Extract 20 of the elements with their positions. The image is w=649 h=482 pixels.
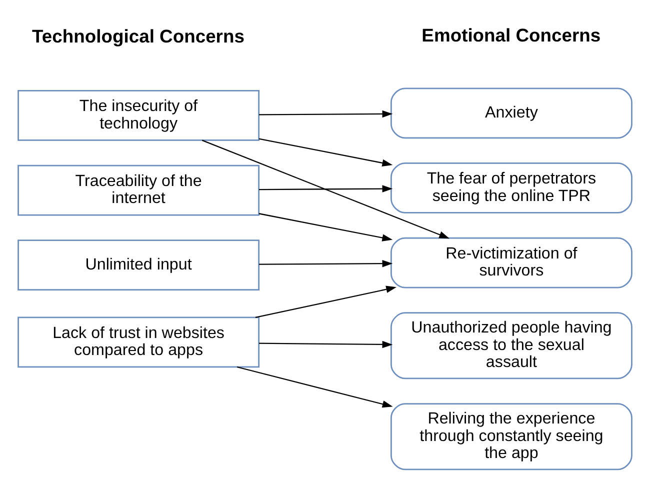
node-box: Anxiety [390,87,632,138]
arrow [254,285,396,318]
arrow [258,110,392,118]
arrow [258,184,392,192]
arrow [258,340,392,348]
label: Emotional Concerns [421,24,600,46]
node-box: Re-victimization of survivors [390,236,632,288]
node-box: The fear of perpetrators seeing the online TPR [390,162,632,213]
arrow [236,366,392,408]
node-box: Lack of trust in websites compared to apps [17,316,259,368]
arrow [258,212,392,241]
arrow [201,139,450,238]
node-box: The insecurity of technology [17,90,259,140]
node-box: Unlimited input [17,239,259,290]
node-box: Unauthorized people having access to the sexual assault [390,312,632,379]
node-box: Traceability of the internet [17,164,259,216]
arrow [258,138,392,166]
node-box: Reliving the experience through constantly seeing the app [390,402,632,470]
arrow [258,259,392,267]
label: Technological Concerns [32,25,244,46]
